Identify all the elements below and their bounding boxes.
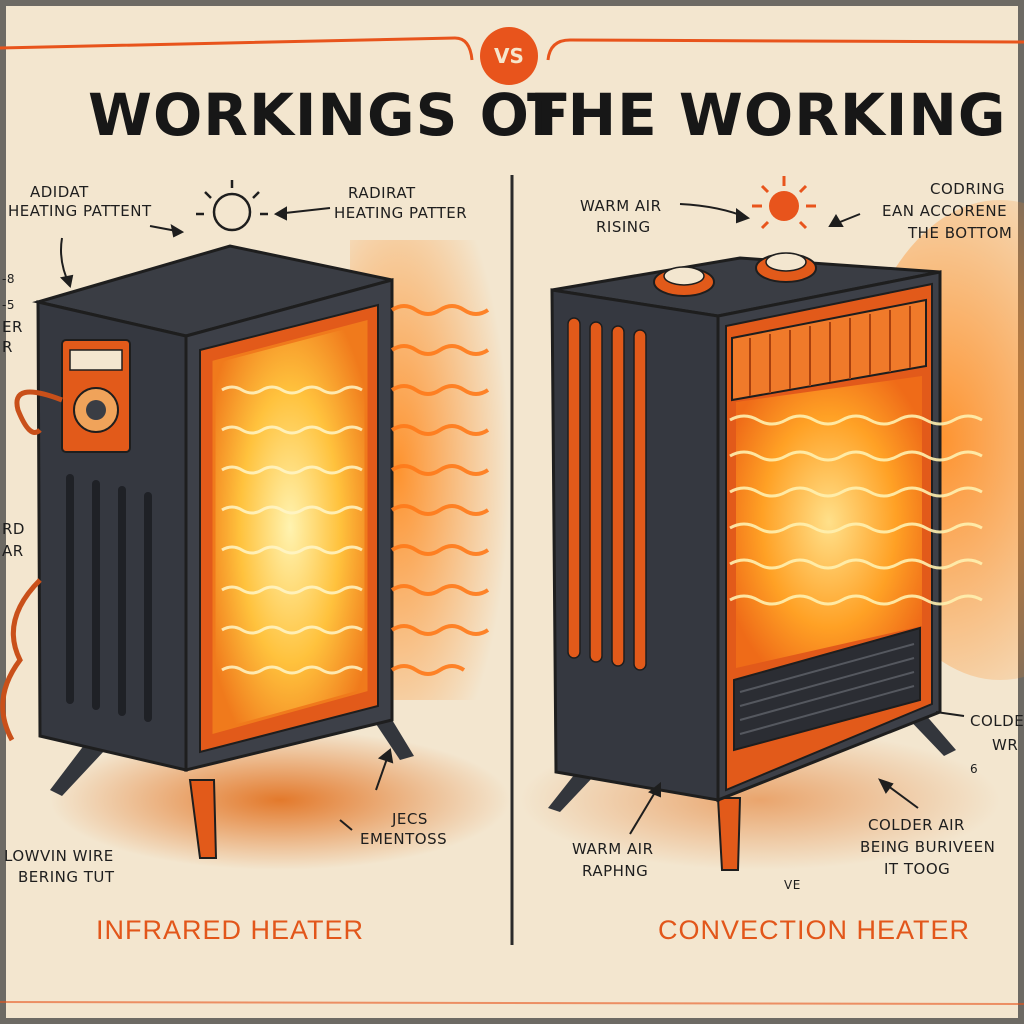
right-leg-front (716, 797, 742, 871)
title-right: THE WORKING (527, 81, 1007, 149)
right-warm-air-waves (729, 414, 983, 606)
right-knob-left-cap (663, 266, 705, 286)
left-label-bottom-left-1: LOWVIN WIRE (4, 847, 114, 865)
left-label-bottom-left-2: BERING TUT (18, 868, 115, 886)
right-bottom-grille (733, 626, 921, 752)
left-callout-arrows (59, 206, 394, 831)
left-control-dial-label (69, 349, 123, 371)
right-side-fins (567, 317, 647, 671)
left-label-edge-3: ER (2, 318, 23, 336)
left-label-edge-4: R (2, 338, 13, 356)
right-top-grille-slats (749, 306, 911, 396)
left-label-edge-1: -8 (2, 272, 15, 286)
left-leg-front (188, 779, 218, 859)
left-label-edge-2: -5 (2, 298, 15, 312)
right-label-side-right-1: COLDE (970, 712, 1024, 730)
left-label-top-right-2: HEATING PATTER (334, 204, 468, 222)
left-label-edge-6: AR (2, 542, 24, 560)
right-label-top-right-1: CODRING (930, 180, 1006, 198)
left-label-edge-5: RD (2, 520, 25, 538)
right-label-top-left-2: RISING (596, 218, 651, 236)
left-leg-back (50, 740, 105, 796)
right-bottom-grille-slats (739, 643, 915, 735)
bottom-frame (0, 1001, 1024, 1005)
left-frame-top (0, 36, 474, 61)
right-label-bottom-right-2: BEING BURIVEEN (860, 838, 996, 856)
left-power-cord (0, 389, 63, 742)
left-label-bottom-right-1: JECS (392, 810, 428, 828)
left-side-vents (66, 474, 152, 722)
caption-convection-heater: CONVECTION HEATER (658, 915, 971, 945)
right-heating-glow (736, 376, 922, 668)
right-label-side-right-2: WR (992, 736, 1019, 754)
right-callout-arrows (629, 203, 965, 835)
right-label-bottom-right-1: COLDER AIR (868, 816, 965, 834)
left-control-knob-center (86, 400, 106, 420)
left-heating-element (212, 320, 368, 734)
right-label-bottom-mid: VE (784, 878, 801, 892)
left-sun-icon (196, 180, 268, 232)
vs-badge: VS (480, 27, 538, 85)
right-knob-right-cap (765, 252, 807, 272)
left-radiation-waves (390, 304, 490, 676)
caption-infrared-heater: INFRARED HEATER (96, 915, 365, 945)
left-label-top-left-2: HEATING PATTENT (8, 202, 152, 220)
right-label-top-right-2: EAN ACCORENE (882, 202, 1008, 220)
right-label-bottom-right-3: IT TOOG (884, 860, 951, 878)
left-element-coils (221, 385, 363, 675)
right-label-top-right-3: THE BOTTOM (908, 224, 1013, 242)
title-left: WORKINGS OF (88, 81, 571, 149)
right-leg-back (548, 770, 594, 812)
right-label-side-right-3: 6 (970, 762, 979, 776)
right-label-top-left-1: WARM AIR (580, 197, 662, 215)
right-sun-icon (752, 176, 816, 230)
left-label-top-right-1: RADIRAT (348, 184, 416, 202)
right-frame-top (546, 38, 1024, 61)
right-label-bottom-left-2: RAPHNG (582, 862, 649, 880)
right-label-bottom-left-1: WARM AIR (572, 840, 654, 858)
left-label-bottom-right-2: EMENTOSS (360, 830, 448, 848)
left-label-top-left-1: ADIDAT (30, 183, 89, 201)
